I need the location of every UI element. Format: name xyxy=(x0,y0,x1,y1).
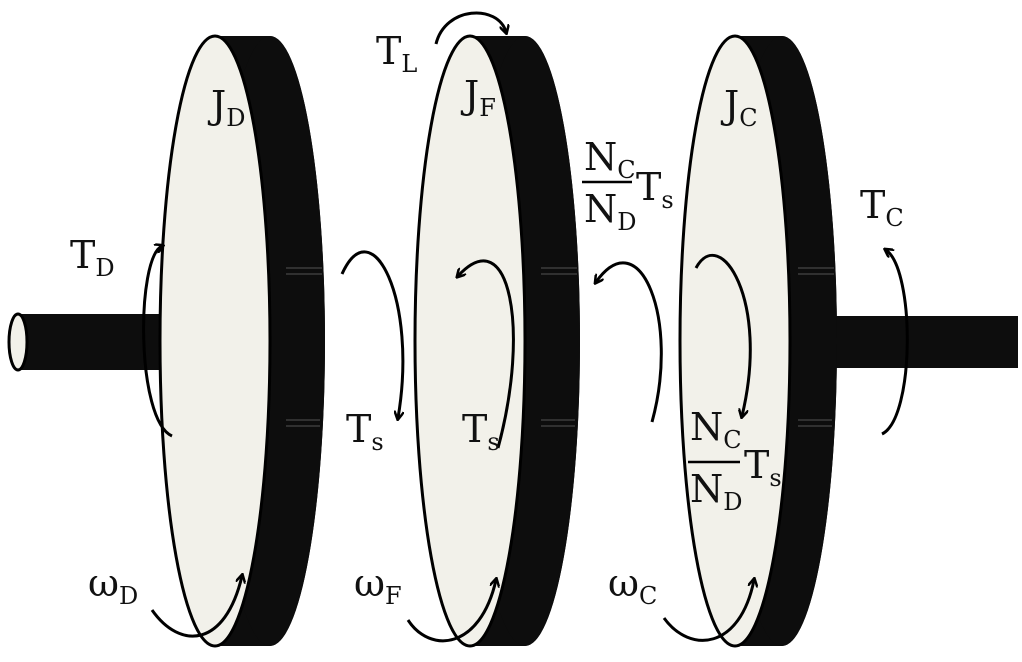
tc-arrow xyxy=(881,250,909,436)
ratio-top-arrow xyxy=(596,261,663,423)
wd-label: ωD xyxy=(88,561,138,610)
svg-text:NC: NC xyxy=(584,135,636,184)
svg-text:Ts: Ts xyxy=(744,443,782,492)
tl-arrow xyxy=(434,11,506,45)
ratio-bottom-arrow xyxy=(694,253,752,416)
jf-label: JF xyxy=(460,73,496,122)
ratio-top-label: NC ND Ts xyxy=(582,135,674,236)
wc-label: ωC xyxy=(608,561,657,610)
jd-label: JD xyxy=(207,83,245,132)
svg-text:ND: ND xyxy=(584,187,637,236)
ts1-label: Ts xyxy=(346,407,384,456)
wd-arrow xyxy=(150,576,242,638)
td-arrow xyxy=(142,246,173,438)
ratio-bottom-label: NC ND Ts xyxy=(688,405,782,516)
svg-text:NC: NC xyxy=(690,405,742,454)
ts2-arrow xyxy=(458,259,515,449)
tl-label: TL xyxy=(376,29,417,78)
disk-f xyxy=(413,34,580,648)
disk-c xyxy=(678,34,837,648)
wf-arrow xyxy=(406,580,496,643)
td-label: TD xyxy=(70,233,115,282)
wf-label: ωF xyxy=(354,561,402,610)
disk-d xyxy=(158,34,325,648)
svg-text:Ts: Ts xyxy=(636,165,674,214)
ts1-arrow xyxy=(340,250,405,418)
tc-label: TC xyxy=(860,183,904,232)
jc-label: JC xyxy=(720,83,758,132)
wc-arrow xyxy=(662,580,754,642)
ts2-label: Ts xyxy=(462,407,500,456)
right-shaft xyxy=(820,316,1018,368)
svg-text:ND: ND xyxy=(690,467,743,516)
